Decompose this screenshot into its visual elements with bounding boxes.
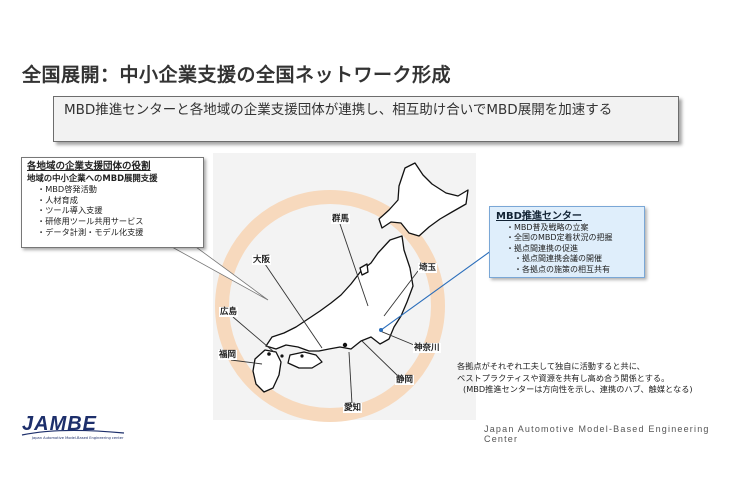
shikoku-shape: [287, 351, 323, 369]
mbd-center-box: MBD推進センター MBD普及戦略の立案 全国のMBD定着状況の把握 拠点間連携…: [489, 206, 645, 278]
note-line-2: ベストプラクティスや資源を共有し高め合う関係とする。: [457, 372, 670, 383]
hokkaido-shape: [378, 162, 469, 237]
pref-label-osaka: 大阪: [252, 255, 272, 265]
pref-label-fukuoka: 福岡: [218, 350, 238, 360]
pref-label-hiroshima: 広島: [219, 307, 239, 317]
note-line-3: (MBD推進センターは方向性を示し、連携のハブ、触媒となる): [463, 384, 693, 394]
list-item: ツール導入支援: [37, 205, 198, 216]
leader-lines: [230, 223, 419, 405]
logo-swoosh-icon: [21, 429, 125, 436]
japan-silhouette: [252, 162, 469, 393]
regional-box-list: MBD啓発活動 人材育成 ツール導入支援 研修用ツール共用サービス データ計測・…: [27, 184, 198, 238]
pref-label-shizuoka: 静岡: [395, 375, 415, 385]
note-line-1: 各拠点がそれぞれ工夫して独自に活動すると共に、: [457, 361, 645, 371]
pref-label-kanagawa: 神奈川: [413, 343, 441, 353]
honshu-shape: [265, 235, 414, 352]
region-markers: [267, 342, 348, 358]
center-box-heading: MBD推進センター: [496, 211, 582, 222]
regional-box-heading: 各地域の企業支援団体の役割: [27, 161, 151, 172]
regional-box-subheading: 地域の中小企業へのMBD展開支援: [27, 173, 158, 183]
pref-label-gunma: 群馬: [331, 214, 351, 224]
network-ring: [215, 190, 445, 422]
relationship-note: 各拠点がそれぞれ工夫して独自に活動すると共に、 ベストプラクティスや資源を共有し…: [457, 361, 727, 396]
kyushu-shape: [252, 349, 282, 393]
list-item: データ計測・モデル化支援: [37, 227, 198, 238]
summary-box: MBD推進センターと各地域の企業支援団体が連携し、相互助け合いでMBD展開を加速…: [53, 96, 679, 142]
footer-tagline: Japan Automotive Model-Based Engineering…: [484, 424, 710, 444]
jambe-logo: JAMBE Japan Automotive Model-Based Engin…: [20, 413, 130, 445]
logo-wordmark: JAMBE: [22, 413, 98, 435]
list-item: 人材育成: [37, 195, 198, 206]
list-item: 拠点間連携の促進: [506, 244, 638, 254]
list-item: MBD啓発活動: [37, 184, 198, 195]
regional-support-box: 各地域の企業支援団体の役割 地域の中小企業へのMBD展開支援 MBD啓発活動 人…: [21, 157, 204, 248]
logo-subtitle: Japan Automotive Model-Based Engineering…: [32, 436, 124, 440]
pref-label-aichi: 愛知: [343, 403, 363, 413]
list-subitem: 各拠点の施策の相互共有: [506, 265, 638, 275]
center-link-line: [380, 247, 496, 331]
page-title: 全国展開：中小企業支援の全国ネットワーク形成: [22, 64, 452, 86]
list-subitem: 拠点間連携会議の開催: [506, 254, 638, 264]
list-item: MBD普及戦略の立案: [506, 223, 638, 233]
center-box-list: MBD普及戦略の立案 全国のMBD定着状況の把握 拠点間連携の促進 拠点間連携会…: [496, 223, 638, 275]
pref-label-saitama: 埼玉: [418, 263, 438, 273]
list-item: 全国のMBD定着状況の把握: [506, 233, 638, 243]
list-item: 研修用ツール共用サービス: [37, 216, 198, 227]
sado-shape: [359, 263, 369, 276]
